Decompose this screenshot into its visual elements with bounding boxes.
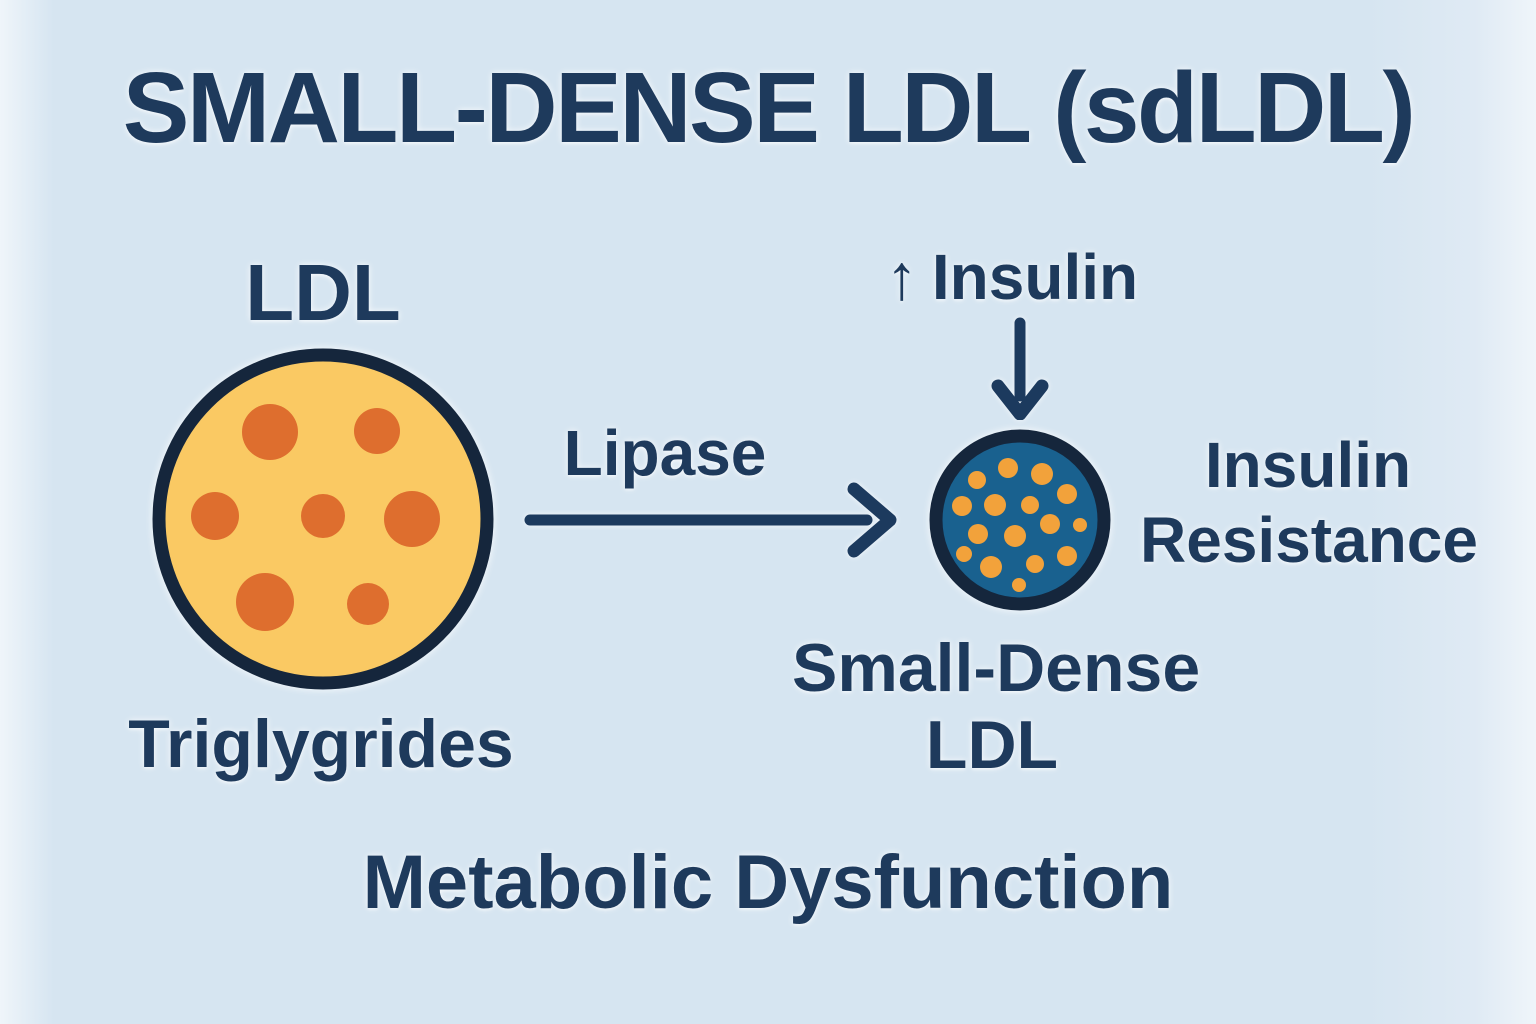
insulin-resistance-label: Insulin Resistance bbox=[1140, 428, 1478, 578]
sdldl-dot bbox=[1057, 484, 1077, 504]
triglycerides-label: Triglygrides bbox=[128, 706, 514, 782]
page-title: SMALL-DENSE LDL (sdLDL) bbox=[122, 52, 1416, 164]
sdldl-dot bbox=[1012, 578, 1026, 592]
sdldl-dot bbox=[1057, 546, 1077, 566]
sdldl-dot bbox=[1004, 525, 1026, 547]
triglyceride-dot bbox=[301, 494, 345, 538]
sdldl-dot bbox=[968, 524, 988, 544]
sdldl-dot bbox=[1031, 463, 1053, 485]
sdldl-dot bbox=[952, 496, 972, 516]
lipase-label: Lipase bbox=[563, 417, 767, 489]
triglyceride-dot bbox=[236, 573, 294, 631]
triglyceride-dot bbox=[354, 408, 400, 454]
sdldl-dot bbox=[984, 494, 1006, 516]
triglyceride-dot bbox=[347, 583, 389, 625]
sdldl-label-line2: LDL bbox=[925, 706, 1059, 783]
lipase-arrow bbox=[524, 482, 897, 558]
up-arrow-icon: ↑ bbox=[885, 241, 918, 313]
sdldl-dot bbox=[956, 546, 972, 562]
sdldl-dot bbox=[968, 471, 986, 489]
sdldl-label: Small-Dense LDL bbox=[792, 630, 1201, 784]
triglyceride-dot bbox=[191, 492, 239, 540]
insulin-resistance-line1: Insulin bbox=[1204, 429, 1412, 501]
insulin-increase-label: ↑Insulin bbox=[852, 241, 1172, 314]
sdldl-label-line1: Small-Dense bbox=[792, 630, 1201, 706]
sdldl-dot bbox=[998, 458, 1018, 478]
insulin-label-text: Insulin bbox=[931, 241, 1139, 313]
metabolic-dysfunction-label: Metabolic Dysfunction bbox=[362, 840, 1174, 925]
sdldl-dot bbox=[1026, 555, 1044, 573]
ldl-circle-graphic bbox=[152, 348, 494, 690]
ldl-label: LDL bbox=[245, 248, 401, 337]
sdldl-dot bbox=[1040, 514, 1060, 534]
insulin-down-arrow bbox=[991, 317, 1049, 420]
sdldl-circle-graphic bbox=[929, 429, 1111, 611]
sdldl-dot bbox=[1021, 496, 1039, 514]
triglyceride-dot bbox=[242, 404, 298, 460]
triglyceride-dot bbox=[384, 491, 440, 547]
lipase-arrowhead bbox=[847, 482, 897, 558]
sdldl-dot bbox=[1073, 518, 1087, 532]
insulin-resistance-line2: Resistance bbox=[1140, 503, 1478, 576]
insulin-arrowhead bbox=[991, 379, 1049, 420]
sdldl-dot bbox=[980, 556, 1002, 578]
